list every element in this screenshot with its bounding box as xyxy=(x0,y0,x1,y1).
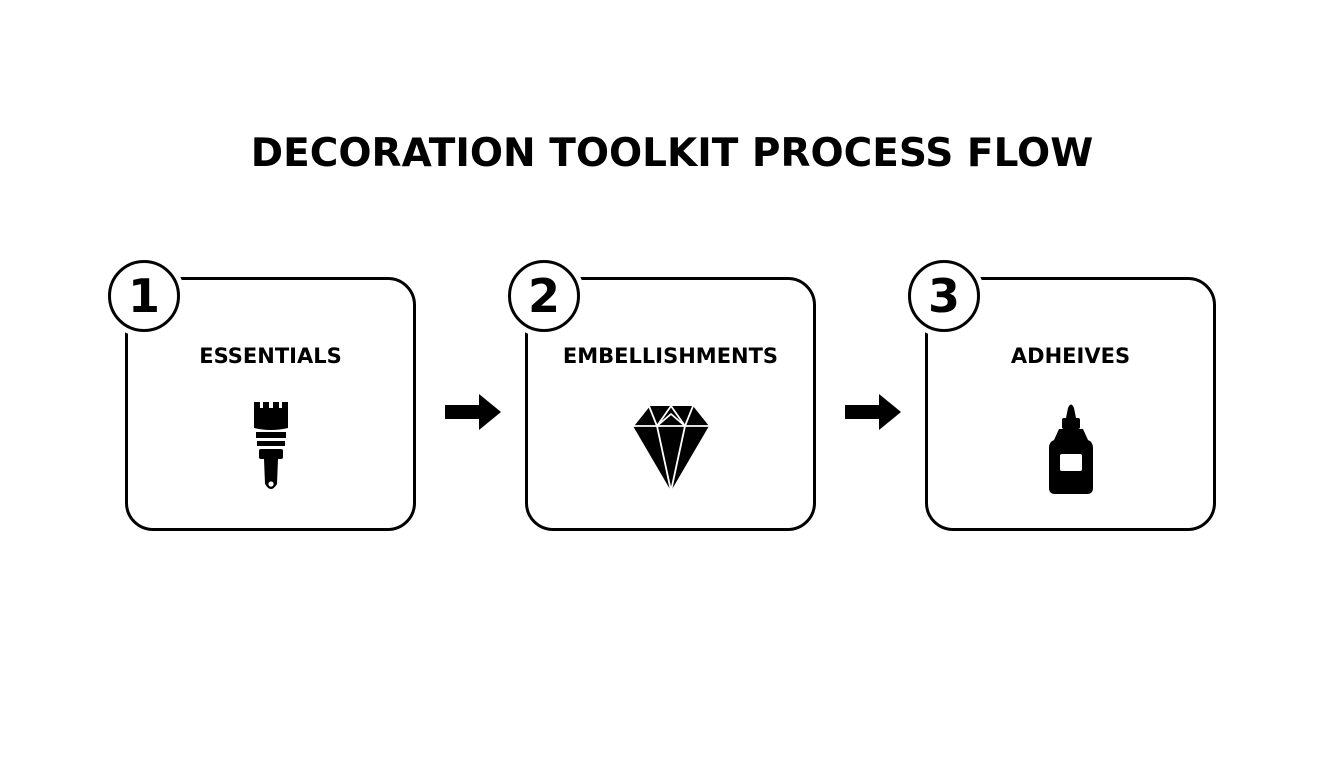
paintbrush-icon xyxy=(221,398,321,498)
step-label-adhesives: ADHEIVES xyxy=(1010,344,1131,368)
step-number-badge-1: 1 xyxy=(108,260,180,332)
arrow-right-icon xyxy=(845,394,901,430)
glue-bottle-icon xyxy=(1021,398,1121,498)
arrow-right-icon xyxy=(445,394,501,430)
step-number-badge-3: 3 xyxy=(908,260,980,332)
step-box-adhesives: ADHEIVES xyxy=(925,277,1216,531)
diamond-icon xyxy=(621,398,721,498)
step-number-badge-2: 2 xyxy=(508,260,580,332)
step-label-essentials: ESSENTIALS xyxy=(199,344,342,368)
diagram-title: DECORATION TOOLKIT PROCESS FLOW xyxy=(250,131,1094,176)
step-label-embellishments: EMBELLISHMENTS xyxy=(562,344,779,368)
